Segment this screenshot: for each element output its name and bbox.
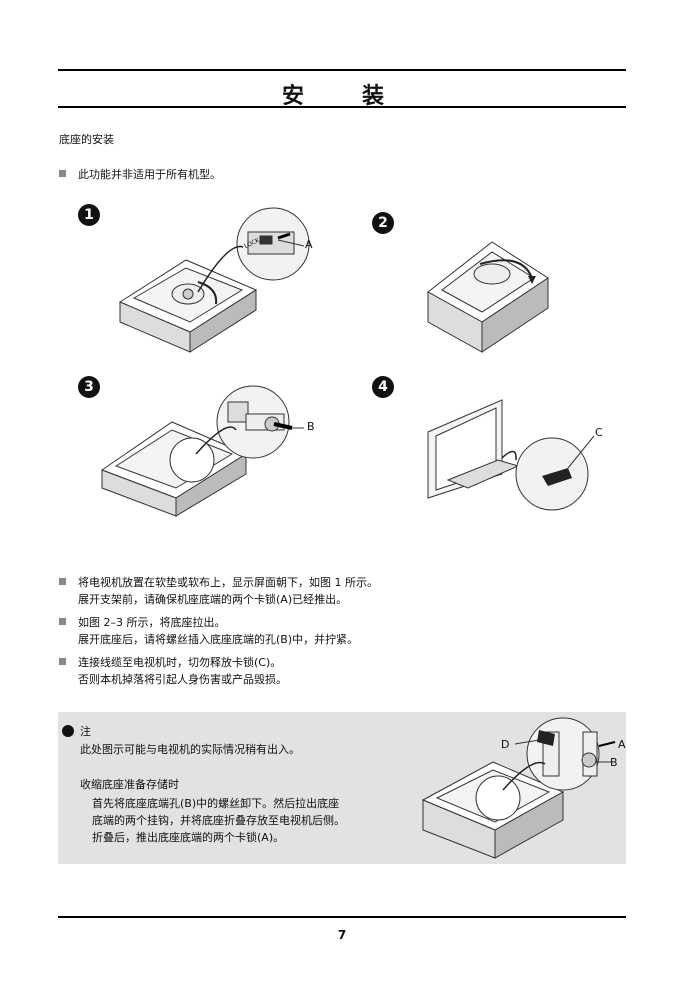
title-rule bbox=[58, 106, 626, 108]
base-pull-out-illustration bbox=[427, 241, 549, 353]
page-title: 安 装 bbox=[281, 84, 402, 109]
notice-box: 注 此处图示可能与电视机的实际情况稍有出入。 收缩底座准备存储时 首先将底座底端… bbox=[58, 712, 626, 864]
bullet-square-icon bbox=[59, 170, 66, 177]
callout-d-label: D bbox=[501, 738, 510, 751]
figure-number-2: 2 bbox=[372, 212, 394, 234]
instruction-3: 连接线缆至电视机时，切勿释放卡锁(C)。 否则本机掉落将引起人身伤害或产品毁损。 bbox=[59, 654, 287, 688]
figure-2: 2 bbox=[372, 212, 572, 362]
bullet-square-icon bbox=[59, 658, 66, 665]
connect-cable-illustration bbox=[427, 399, 595, 511]
insert-screw-illustration bbox=[100, 385, 304, 517]
bullet-square-icon bbox=[59, 578, 66, 585]
footer-rule bbox=[58, 916, 626, 918]
section-heading: 底座的安装 bbox=[59, 133, 114, 146]
notice-text: 此处图示可能与电视机的实际情况稍有出入。 bbox=[80, 743, 300, 756]
notice-heading: 注 bbox=[80, 725, 91, 738]
callout-a-label: A bbox=[305, 238, 313, 251]
storage-line-1: 首先将底座底端孔(B)中的螺丝卸下。然后拉出底座 bbox=[92, 797, 340, 810]
top-rule-thin bbox=[58, 69, 626, 71]
callout-b-label: B bbox=[307, 420, 315, 433]
storage-line-3: 折叠后，推出底座底端的两个卡锁(A)。 bbox=[92, 831, 285, 844]
page-number: 7 bbox=[337, 928, 347, 942]
bullet-square-icon bbox=[59, 618, 66, 625]
storage-illustration bbox=[421, 717, 616, 859]
figure-1: 1 LOCK A bbox=[78, 202, 338, 362]
figure-number-1: 1 bbox=[78, 204, 100, 226]
callout-b-label: B bbox=[610, 756, 618, 769]
figure-3: 3 B bbox=[78, 374, 338, 524]
storage-line-2: 底端的两个挂钩，并将底座折叠存放至电视机后侧。 bbox=[92, 814, 345, 827]
notice-icon bbox=[62, 725, 74, 737]
figure-number-3: 3 bbox=[78, 376, 100, 398]
tv-face-down-illustration bbox=[118, 207, 310, 353]
callout-a-label: A bbox=[618, 738, 626, 751]
figure-4: 4 C bbox=[372, 374, 612, 524]
storage-heading: 收缩底座准备存储时 bbox=[80, 778, 179, 791]
instruction-1: 将电视机放置在软垫或软布上，显示屏面朝下，如图 1 所示。 展开支架前，请确保机… bbox=[59, 574, 378, 608]
instruction-2: 如图 2–3 所示，将底座拉出。 展开底座后，请将螺丝插入底座底端的孔(B)中，… bbox=[59, 614, 358, 648]
figure-number-4: 4 bbox=[372, 376, 394, 398]
callout-c-label: C bbox=[595, 426, 603, 439]
applicability-note: 此功能并非适用于所有机型。 bbox=[59, 166, 221, 182]
